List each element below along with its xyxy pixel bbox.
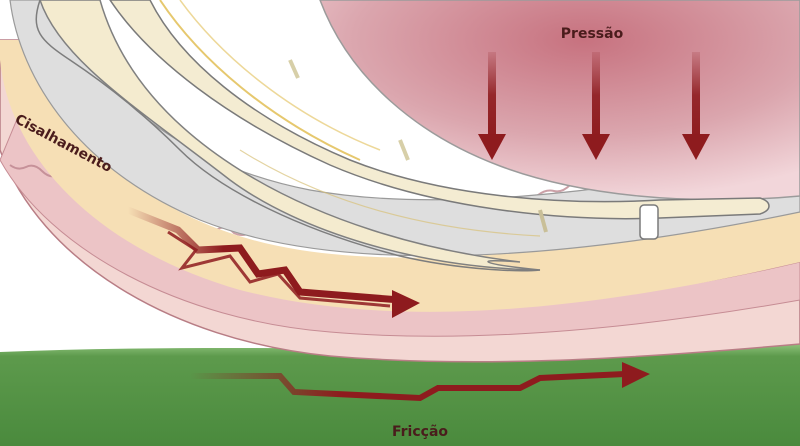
joint-marker bbox=[640, 205, 658, 239]
pressure-label: Pressão bbox=[561, 26, 624, 42]
friction-label: Fricção bbox=[392, 424, 448, 440]
